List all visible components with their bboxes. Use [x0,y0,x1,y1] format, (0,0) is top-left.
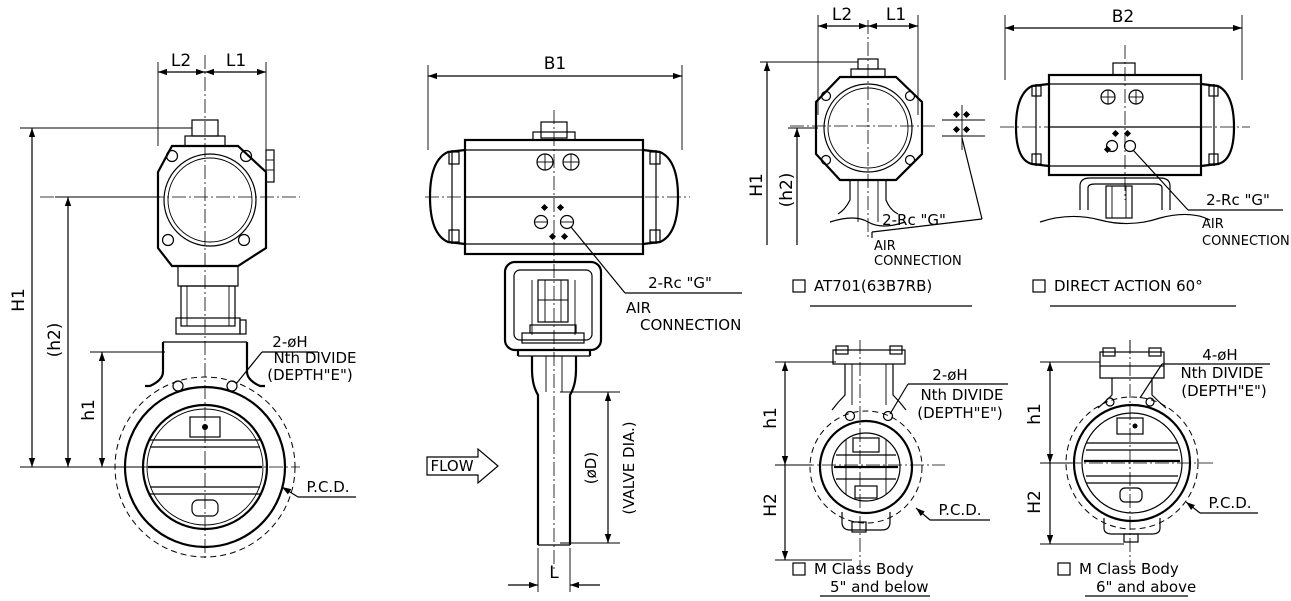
flow-label: FLOW [430,457,473,475]
front-dim-h2: (h2) [45,323,65,358]
mclass-small-caption-line1: M Class Body [814,560,914,578]
side-air-note-line3: CONNECTION [640,316,741,334]
front-dim-h1: h1 [79,399,99,421]
side-air-note-line1: 2-Rc "G" [648,274,712,292]
side-dim-B1: B1 [544,54,566,74]
front-hole-note-line2: Nth DIVIDE [273,349,356,367]
mclass-large-hole-line3: (DEPTH"E") [1181,382,1267,400]
mclass-large-hole-line1: 4-øH [1202,346,1237,364]
at701-dim-h2: (h2) [777,173,797,208]
mclass-small-hole-line1: 2-øH [932,366,967,384]
mclass-small-labels: h1 H2 2-øH Nth DIVIDE (DEPTH"E") P.C.D. … [761,366,1004,596]
direct60-dim-B2: B2 [1112,7,1134,27]
direct60-air-note-line1: 2-Rc "G" [1206,191,1270,209]
mclass-large-caption-line1: M Class Body [1079,560,1179,578]
at701-view [760,15,985,307]
mclass-small-hole-line3: (DEPTH"E") [917,404,1003,422]
mclass-large-caption-line2: 6" and above [1096,578,1196,596]
front-view-labels: L2 L1 H1 (h2) h1 2-øH Nth DIVIDE (DEPTH"… [9,51,357,496]
side-view [425,65,742,592]
direct60-air-note-line2: AIR [1202,217,1224,232]
at701-air-note-line2: AIR [874,239,896,254]
direct60-view [1000,15,1283,307]
front-dim-l2: L2 [171,51,191,71]
front-hole-note-line1: 2-øH [272,333,307,351]
mclass-small-pcd: P.C.D. [938,501,981,519]
at701-air-note-line3: CONNECTION [874,254,962,269]
side-dim-valve-dia: (VALVE DIA.) [620,421,638,514]
front-pcd-label: P.C.D. [306,478,349,496]
front-hole-note-line3: (DEPTH"E") [267,366,353,384]
front-view [20,55,356,560]
mclass-small-hole-line2: Nth DIVIDE [920,386,1003,404]
at701-air-note-line1: 2-Rc "G" [882,211,946,229]
direct60-air-note-line3: CONNECTION [1202,234,1290,249]
at701-dim-l2: L2 [832,5,852,25]
side-dim-phiD: (øD) [582,452,600,484]
front-dim-H1: H1 [9,288,29,312]
direct60-labels: B2 2-Rc "G" AIR CONNECTION DIRECT ACTION… [1054,7,1290,295]
side-dim-L: L [549,563,559,583]
mclass-large-pcd: P.C.D. [1208,494,1251,512]
mclass-small-dim-h1: h1 [761,407,781,429]
at701-caption: AT701(63B7RB) [814,277,932,295]
at701-dim-l1: L1 [886,5,906,25]
side-view-labels: B1 (øD) (VALVE DIA.) L FLOW 2-Rc "G" AIR… [430,54,741,583]
direct60-caption: DIRECT ACTION 60° [1054,277,1203,295]
side-air-note-line2: AIR [626,299,651,317]
at701-labels: L2 L1 H1 (h2) 2-Rc "G" AIR CONNECTION AT… [747,5,962,295]
mclass-small-caption-line2: 5" and below [830,578,929,596]
mclass-large-dim-h1: h1 [1025,403,1045,425]
mclass-large-labels: h1 H2 4-øH Nth DIVIDE (DEPTH"E") P.C.D. … [1025,346,1267,596]
mclass-small-view [775,340,1008,597]
mclass-large-dim-H2: H2 [1025,490,1045,514]
mclass-large-view [1040,340,1270,597]
mclass-large-hole-line2: Nth DIVIDE [1180,364,1263,382]
front-dim-l1: L1 [226,51,246,71]
mclass-small-dim-H2: H2 [761,493,781,517]
at701-dim-H1: H1 [747,173,767,197]
